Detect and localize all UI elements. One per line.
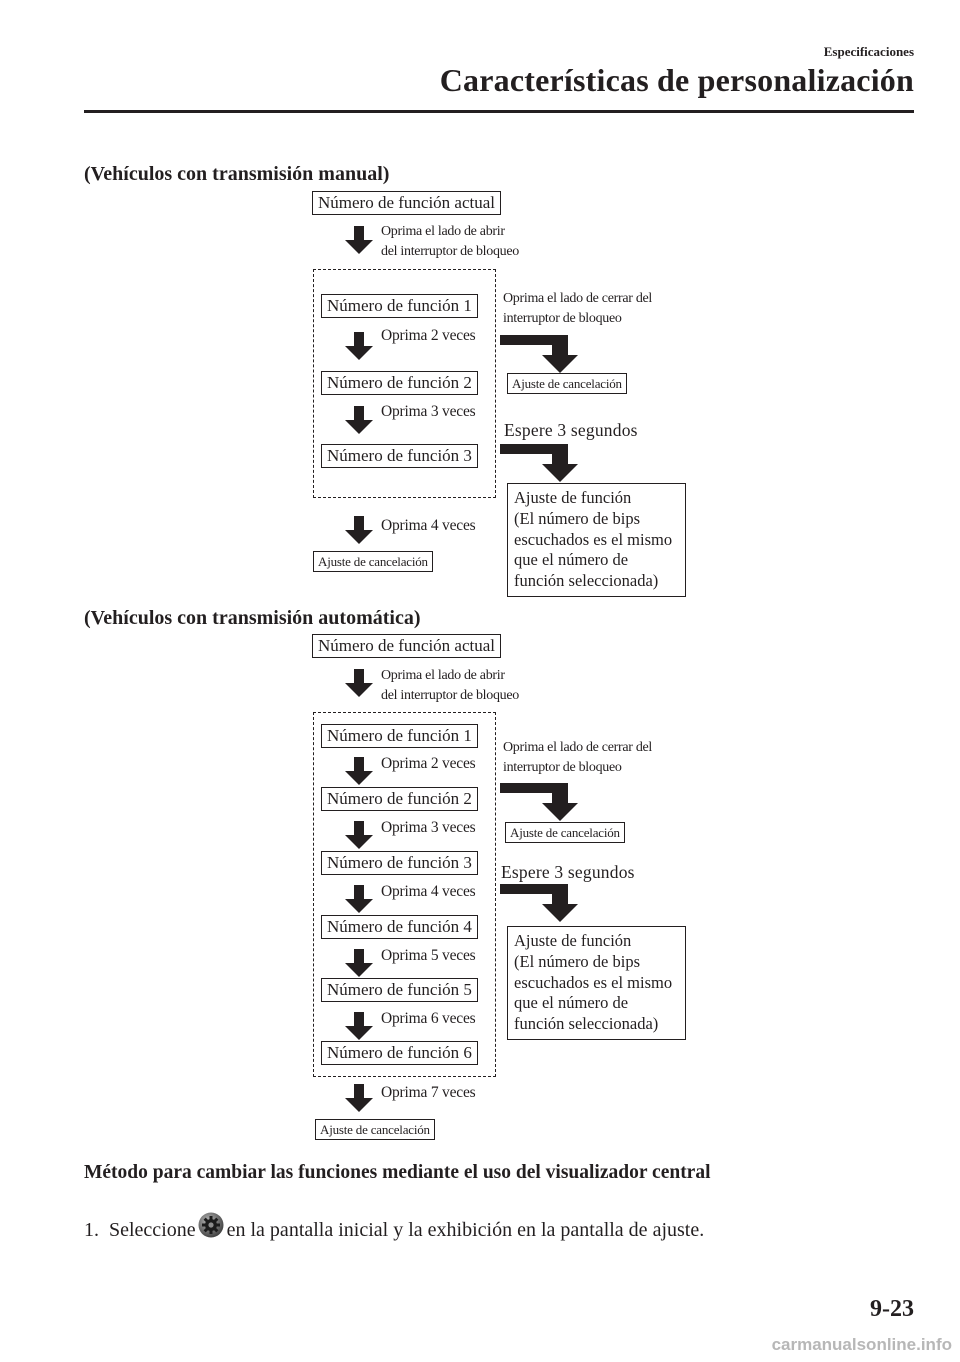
method-heading: Método para cambiar las funciones median… bbox=[84, 1162, 711, 1183]
auto-bent-arrow-icon bbox=[500, 783, 578, 821]
manual-current-function-box: Número de función actual bbox=[312, 191, 502, 215]
auto-press-7: Oprima 7 veces bbox=[381, 1084, 476, 1101]
manual-press-2: Oprima 2 veces bbox=[381, 327, 476, 344]
manual-function-3-box: Número de función 3 bbox=[321, 444, 478, 468]
manual-cancel-box-right: Ajuste de cancelación bbox=[507, 373, 627, 394]
auto-function-1-box: Número de función 1 bbox=[321, 724, 478, 748]
manual-down-arrow-icon bbox=[345, 332, 373, 360]
auto-down-arrow-icon bbox=[345, 821, 373, 849]
watermark: carmanualsonline.info bbox=[771, 1335, 952, 1354]
auto-press-2: Oprima 2 veces bbox=[381, 755, 476, 772]
settings-gear-icon bbox=[198, 1212, 224, 1238]
manual-transmission-heading: (Vehículos con transmisión manual) bbox=[84, 163, 390, 185]
auto-function-group bbox=[313, 712, 496, 1077]
auto-down-arrow-icon bbox=[345, 885, 373, 913]
section-label: Especificaciones bbox=[823, 44, 914, 59]
manual-cancel-box-bottom: Ajuste de cancelación bbox=[313, 551, 433, 572]
auto-down-arrow-icon bbox=[345, 949, 373, 977]
auto-function-2-box: Número de función 2 bbox=[321, 787, 478, 811]
manual-bent-arrow-icon bbox=[500, 335, 578, 373]
auto-cancel-box-bottom: Ajuste de cancelación bbox=[315, 1119, 435, 1140]
manual-bent-arrow-icon bbox=[500, 444, 578, 482]
auto-function-3-box: Número de función 3 bbox=[321, 851, 478, 875]
page-number: 9-23 bbox=[870, 1296, 914, 1322]
auto-down-arrow-icon bbox=[345, 757, 373, 785]
auto-down-arrow-icon bbox=[345, 1012, 373, 1040]
header-rule bbox=[84, 110, 914, 113]
auto-wait-label: Espere 3 segundos bbox=[501, 862, 635, 882]
step-text-after: en la pantalla inicial y la exhibición e… bbox=[226, 1219, 705, 1241]
manual-function-2-box: Número de función 2 bbox=[321, 371, 478, 395]
auto-down-arrow-icon bbox=[345, 1084, 373, 1112]
auto-press-3: Oprima 3 veces bbox=[381, 819, 476, 836]
auto-down-arrow-icon bbox=[345, 669, 373, 697]
manual-down-arrow-icon bbox=[345, 516, 373, 544]
auto-bent-arrow-icon bbox=[500, 884, 578, 922]
step-number: 1. bbox=[84, 1219, 99, 1241]
manual-press-4: Oprima 4 veces bbox=[381, 517, 476, 534]
manual-down-arrow-icon bbox=[345, 226, 373, 254]
auto-press-5: Oprima 5 veces bbox=[381, 947, 476, 964]
manual-function-group bbox=[313, 269, 496, 498]
manual-wait-label: Espere 3 segundos bbox=[504, 420, 638, 440]
automatic-transmission-heading: (Vehículos con transmisión automática) bbox=[84, 607, 421, 629]
manual-function-1-box: Número de función 1 bbox=[321, 294, 478, 318]
auto-press-6: Oprima 6 veces bbox=[381, 1010, 476, 1027]
manual-press-3: Oprima 3 veces bbox=[381, 403, 476, 420]
auto-function-4-box: Número de función 4 bbox=[321, 915, 478, 939]
step-1: 1. Seleccione en la pantalla inicial y la… bbox=[84, 1212, 704, 1242]
auto-current-function-box: Número de función actual bbox=[312, 634, 502, 658]
chapter-title: Características de personalización bbox=[439, 62, 914, 98]
manual-down-arrow-icon bbox=[345, 406, 373, 434]
auto-press-4: Oprima 4 veces bbox=[381, 883, 476, 900]
auto-function-5-box: Número de función 5 bbox=[321, 978, 478, 1002]
auto-cancel-box-right: Ajuste de cancelación bbox=[505, 822, 625, 843]
auto-function-6-box: Número de función 6 bbox=[321, 1041, 478, 1065]
step-text-before: Seleccione bbox=[109, 1219, 196, 1241]
